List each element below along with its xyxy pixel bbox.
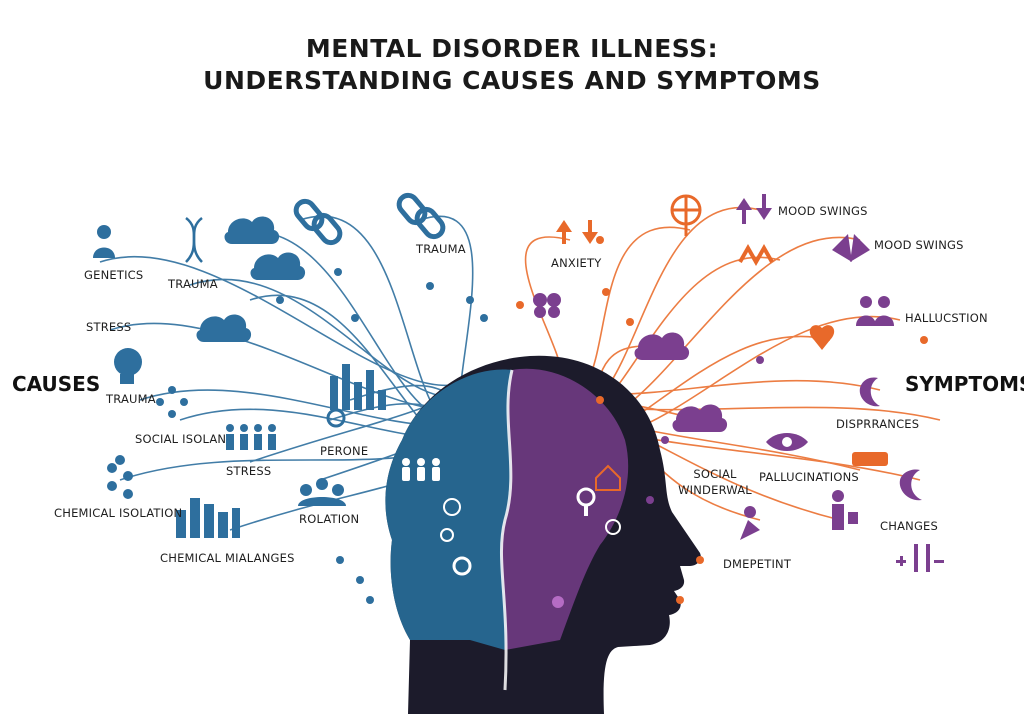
storm-cloud-icon — [250, 252, 306, 280]
person-stress-icon — [93, 225, 115, 258]
person-working-icon — [740, 506, 760, 540]
dna-icon — [185, 217, 203, 263]
person-icon — [417, 458, 425, 466]
symptom-label: PALLUCINATIONS — [759, 470, 859, 484]
wave-icon — [738, 243, 774, 267]
causes-icons — [93, 192, 446, 538]
symptom-label: CHANGES — [880, 519, 939, 533]
brain-left-half — [385, 369, 512, 650]
decorative-dot — [466, 296, 474, 304]
person-icon — [432, 458, 440, 466]
decorative-dots — [276, 236, 928, 604]
molecule-icon — [107, 455, 133, 499]
decorative-dot — [480, 314, 488, 322]
symptom-label: HALLUCSTION — [905, 311, 988, 325]
location-person-icon — [326, 408, 346, 428]
decorative-dot — [356, 576, 364, 584]
chain-link-icon — [293, 198, 343, 246]
symptom-label: MOOD SWINGS — [778, 204, 868, 218]
decorative-dot — [596, 396, 604, 404]
brain-divide — [500, 369, 514, 691]
house-icon — [595, 464, 621, 491]
decorative-dot — [334, 268, 342, 276]
rain-cloud-icon — [634, 332, 690, 360]
group-people-icon — [226, 424, 276, 450]
fork-knife-icon — [896, 544, 944, 572]
decorative-dot — [366, 596, 374, 604]
symptom-label: MOOD SWINGS — [874, 238, 964, 252]
cause-label: GENETICS — [84, 268, 144, 282]
brain-right-half — [501, 368, 629, 650]
city-buildings-icon — [176, 498, 240, 538]
title-line-1: MENTAL DISORDER ILLNESS: — [305, 34, 719, 63]
moon-sleep-icon — [899, 469, 922, 501]
storm-cloud-icon — [224, 216, 280, 244]
hands-icon — [832, 234, 870, 262]
decorative-dot — [336, 556, 344, 564]
brain-head-icon — [114, 348, 142, 384]
decorative-dot — [602, 288, 610, 296]
butterfly-icon — [533, 293, 561, 318]
eye-icon — [440, 528, 454, 542]
decorative-dot — [626, 318, 634, 326]
decorative-dot — [696, 556, 704, 564]
symptom-label: DISPRRANCES — [836, 417, 920, 431]
dot-icon — [552, 596, 564, 608]
cause-label: STRESS — [86, 320, 132, 334]
arrows-up-down-icon — [556, 220, 598, 244]
symptoms-heading: SYMPTOMS — [905, 372, 1024, 396]
arrows-up-down-icon — [736, 194, 772, 224]
decorative-dot — [276, 296, 284, 304]
brain-inner-icons — [402, 458, 621, 608]
cause-label: TRAUMA — [106, 392, 156, 406]
symptom-label: ANXIETY — [551, 256, 602, 270]
people-pair-icon — [856, 296, 894, 326]
symptom-label: DMEPETINT — [723, 557, 792, 571]
cloud-icon — [196, 314, 252, 342]
cause-label: CHEMICAL MIALANGES — [160, 551, 295, 565]
cause-label: PERONE — [320, 444, 369, 458]
rain-cloud-icon — [672, 404, 728, 432]
cause-label: CHEMICAL ISOLATION — [54, 506, 183, 520]
person-icon — [402, 458, 410, 466]
cause-label: SOCIAL ISOLAN — [135, 432, 227, 446]
cause-label: TRAUMA — [168, 277, 218, 291]
decorative-dot — [516, 301, 524, 309]
decorative-dot — [596, 236, 604, 244]
decorative-dot — [661, 436, 669, 444]
causes-heading: CAUSES — [12, 372, 101, 396]
decorative-dot — [676, 596, 684, 604]
cause-flow-line — [99, 255, 471, 387]
title-line-2: UNDERSTANDING CAUSES AND SYMPTOMS — [203, 66, 821, 95]
target-icon — [443, 498, 461, 516]
symptoms-icons — [533, 194, 944, 572]
decorative-dot — [756, 356, 764, 364]
bed-icon — [852, 452, 888, 466]
globe-icon — [670, 194, 702, 236]
eye-icon — [766, 433, 808, 451]
decorative-dot — [351, 314, 359, 322]
cause-label: ROLATION — [299, 512, 360, 526]
network-icon — [156, 386, 188, 418]
decorative-dot — [646, 496, 654, 504]
cause-label: TRAUMA — [416, 242, 466, 256]
city-skyline-icon — [330, 364, 386, 410]
cause-label: STRESS — [226, 464, 272, 478]
heart-icon — [809, 325, 835, 350]
decorative-dot — [426, 282, 434, 290]
gear-icon — [605, 519, 621, 535]
chain-link-icon — [396, 192, 446, 240]
symptom-label: SOCIAL WINDERWAL — [678, 467, 752, 497]
decorative-dot — [920, 336, 928, 344]
moon-sleep-icon — [859, 377, 880, 407]
person-shopping-icon — [832, 490, 858, 530]
ring-icon — [452, 556, 472, 576]
crowd-icon — [298, 478, 346, 506]
